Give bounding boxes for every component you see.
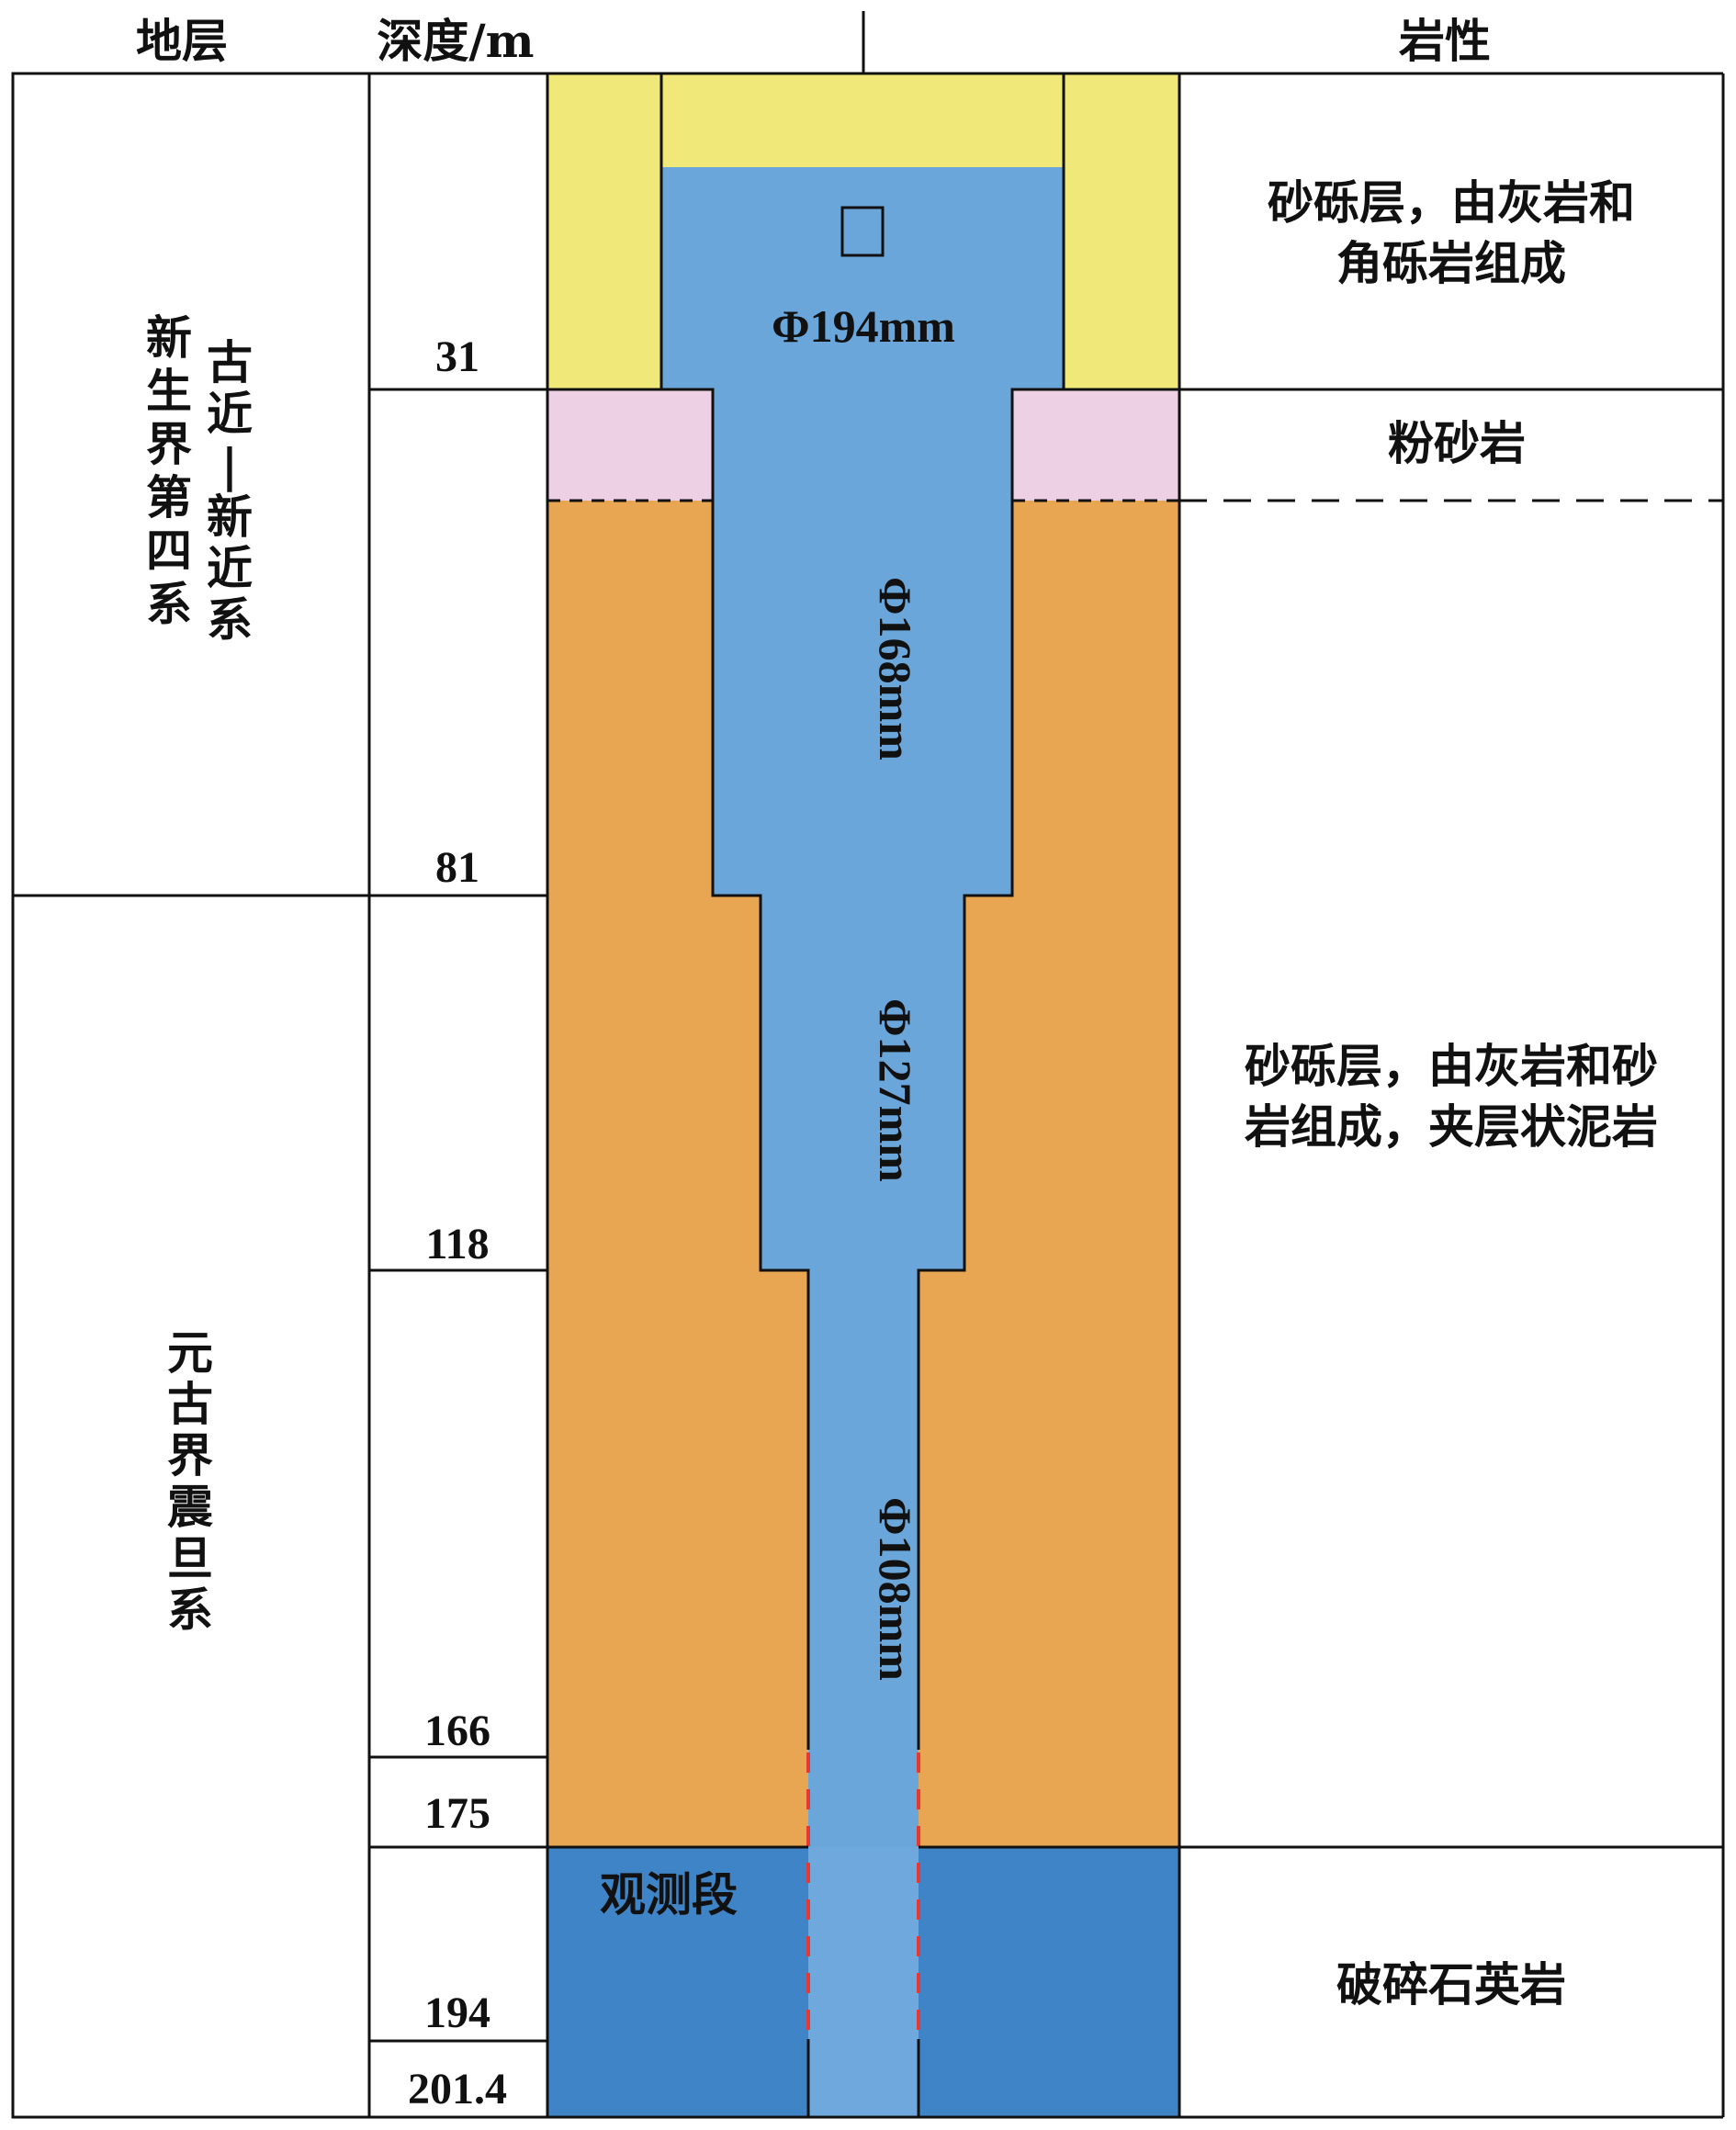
- depth-label-166: 166: [424, 1707, 490, 1755]
- depth-label-31: 31: [435, 332, 479, 381]
- diameter-194: Φ194mm: [772, 300, 955, 352]
- header-lithology: 岩性: [1399, 14, 1491, 68]
- stratum-upper-left-text: 新生界第四系: [146, 310, 192, 631]
- stratum-lower-text: 元古界震旦系: [167, 1325, 213, 1637]
- header-stratum: 地层: [136, 14, 228, 68]
- diameter-168: Φ168mm: [870, 577, 921, 761]
- header-depth: 深度/m: [377, 14, 534, 68]
- sensor-probe: [840, 206, 885, 257]
- depth-label-175: 175: [424, 1789, 490, 1838]
- lithology-layer1-line2: 角砾岩组成: [1336, 236, 1566, 290]
- stratum-upper-right-text: 古近|新近系: [207, 335, 253, 647]
- stratum-upper-right: 古近|新近系: [207, 335, 253, 647]
- lithology-layer2: 粉砂岩: [1388, 416, 1526, 470]
- depth-label-201-4: 201.4: [408, 2065, 507, 2113]
- diameter-127: Φ127mm: [870, 998, 921, 1182]
- depth-label-194: 194: [424, 1989, 490, 2037]
- diameter-108: Φ108mm: [870, 1497, 921, 1681]
- lithology-layer3-line2: 岩组成，夹层状泥岩: [1245, 1099, 1658, 1154]
- stratum-column: [11, 72, 371, 2119]
- observation-water: [808, 1847, 919, 2117]
- lithology-layer1-line1: 砂砾层，由灰岩和: [1268, 175, 1635, 230]
- observation-section-label: 观测段: [600, 1867, 738, 1922]
- depth-label-118: 118: [425, 1220, 489, 1268]
- stratum-upper-left: 新生界第四系: [146, 310, 192, 631]
- depth-label-81: 81: [435, 843, 479, 892]
- lithology-layer3-line1: 砂砾层，由灰岩和砂: [1245, 1039, 1658, 1093]
- lithology-layer4: 破碎石英岩: [1336, 1957, 1566, 2012]
- borehole-water: [661, 167, 1064, 2117]
- stratum-lower: 元古界震旦系: [167, 1325, 213, 1637]
